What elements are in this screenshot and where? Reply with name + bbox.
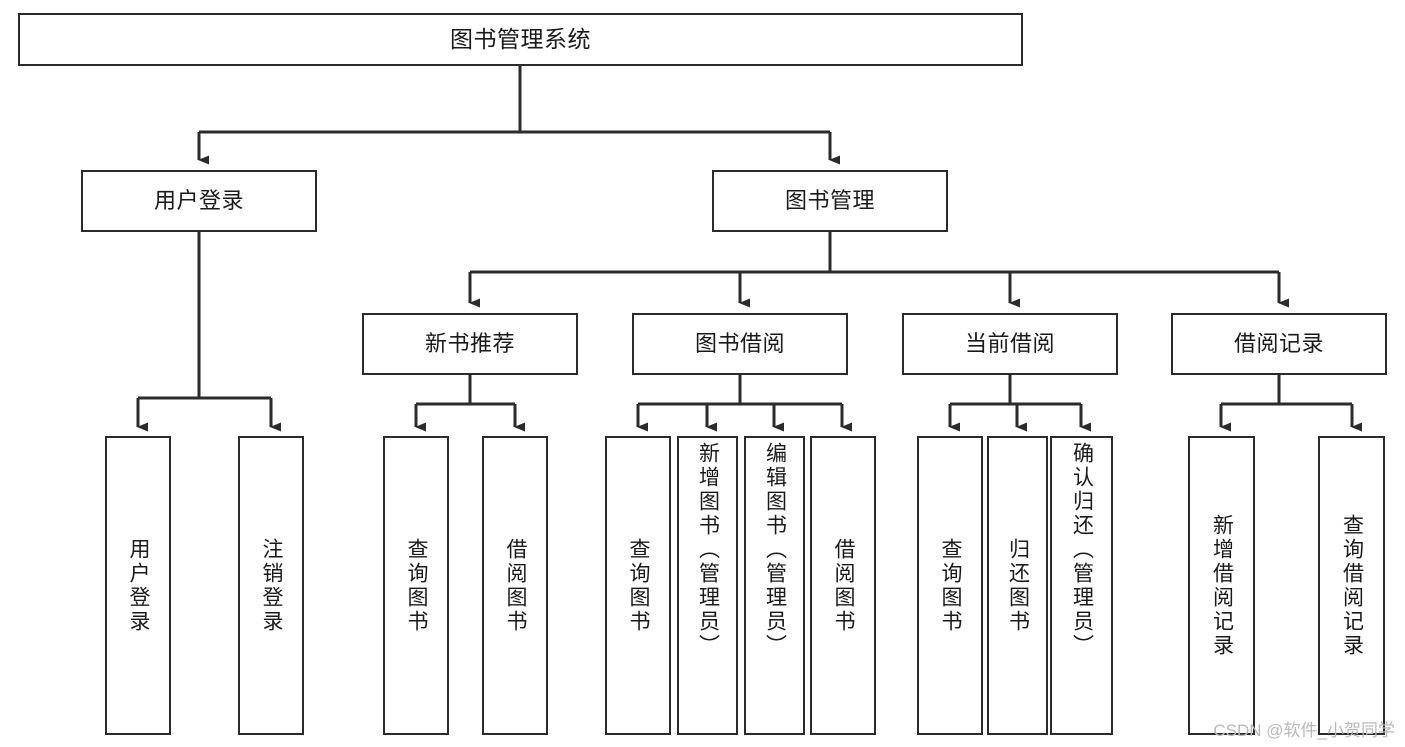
leaf-user-login-login-label: 用户登录 [127, 537, 151, 634]
leaf-borrow-record-add-record[interactable]: 新增借阅记录 [1188, 436, 1255, 735]
node-book-management[interactable]: 图书管理 [712, 170, 948, 232]
node-current-borrow-label: 当前借阅 [964, 331, 1055, 357]
node-book-management-label: 图书管理 [784, 188, 875, 214]
leaf-new-book-query-book-label: 查询图书 [405, 537, 429, 634]
leaf-borrow-record-query-record[interactable]: 查询借阅记录 [1318, 436, 1385, 735]
leaf-user-login-logout[interactable]: 注销登录 [238, 436, 304, 735]
leaf-user-login-logout-label: 注销登录 [260, 537, 284, 634]
leaf-new-book-borrow-book[interactable]: 借阅图书 [482, 436, 548, 735]
leaf-borrow-record-query-record-label: 查询借阅记录 [1340, 513, 1364, 658]
leaf-book-borrow-query-book[interactable]: 查询图书 [605, 436, 671, 735]
node-new-book-recommend[interactable]: 新书推荐 [362, 313, 578, 375]
node-borrow-record-label: 借阅记录 [1233, 331, 1324, 357]
leaf-book-borrow-edit-book-admin-label: 编辑图书（管理员） [763, 442, 787, 658]
node-root-book-management-system[interactable]: 图书管理系统 [18, 13, 1023, 66]
node-user-login[interactable]: 用户登录 [81, 170, 317, 232]
leaf-current-borrow-query-book-label: 查询图书 [939, 537, 963, 634]
leaf-current-borrow-return-book[interactable]: 归还图书 [987, 436, 1048, 735]
leaf-book-borrow-add-book-admin-label: 新增图书（管理员） [696, 442, 720, 658]
leaf-current-borrow-confirm-return-admin[interactable]: 确认归还（管理员） [1050, 436, 1113, 735]
leaf-new-book-borrow-book-label: 借阅图书 [504, 537, 528, 634]
leaf-book-borrow-edit-book-admin[interactable]: 编辑图书（管理员） [744, 436, 805, 735]
leaf-book-borrow-add-book-admin[interactable]: 新增图书（管理员） [677, 436, 738, 735]
node-current-borrow[interactable]: 当前借阅 [902, 313, 1118, 375]
node-book-borrow-label: 图书借阅 [694, 331, 785, 357]
leaf-current-borrow-confirm-return-admin-label: 确认归还（管理员） [1070, 442, 1094, 658]
watermark-text: CSDN @软件_小贺同学 [1213, 721, 1395, 740]
node-new-book-recommend-label: 新书推荐 [424, 331, 515, 357]
leaf-current-borrow-query-book[interactable]: 查询图书 [917, 436, 983, 735]
leaf-book-borrow-borrow-book[interactable]: 借阅图书 [810, 436, 876, 735]
node-root-label: 图书管理系统 [450, 25, 591, 52]
leaf-book-borrow-query-book-label: 查询图书 [627, 537, 651, 634]
node-user-login-label: 用户登录 [153, 188, 244, 214]
leaf-borrow-record-add-record-label: 新增借阅记录 [1210, 513, 1234, 658]
leaf-book-borrow-borrow-book-label: 借阅图书 [832, 537, 856, 634]
node-borrow-record[interactable]: 借阅记录 [1171, 313, 1387, 375]
leaf-new-book-query-book[interactable]: 查询图书 [383, 436, 449, 735]
node-book-borrow[interactable]: 图书借阅 [632, 313, 848, 375]
leaf-user-login-login[interactable]: 用户登录 [105, 436, 171, 735]
leaf-current-borrow-return-book-label: 归还图书 [1006, 537, 1030, 634]
